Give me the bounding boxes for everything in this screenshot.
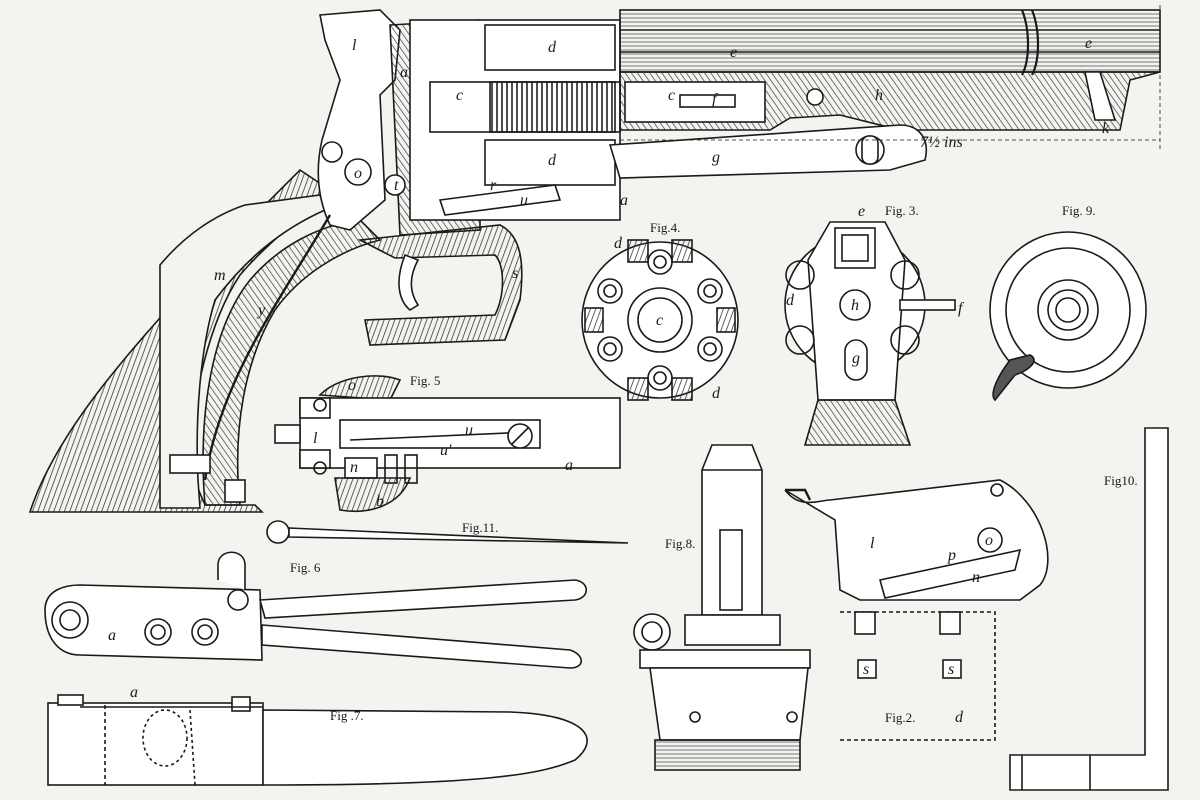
fig8-body (649, 667, 809, 741)
fig5-cam-top (318, 375, 402, 401)
fig5-label-b: b (376, 493, 384, 510)
fig7-label-a: a (130, 684, 138, 701)
backstrap (202, 219, 382, 506)
fig2-sear (879, 548, 1022, 599)
fig10-caption: Fig10. (1104, 473, 1138, 488)
fig9-pawl (992, 354, 1035, 402)
fig4-label-d-bottom: d (712, 385, 721, 402)
fig5-body (299, 397, 621, 469)
label-g: g (712, 149, 720, 166)
fig10-frame-piece (1009, 427, 1169, 791)
chamber-top (484, 24, 616, 71)
label-y: y (256, 302, 266, 319)
fig5-cam-bottom (334, 477, 412, 512)
revolver-section-view (28, 5, 1161, 513)
fig3-end-view (784, 221, 956, 446)
trigger-screw (384, 174, 406, 196)
label-e-barrel-1: e (730, 44, 737, 61)
barrel (619, 9, 1161, 73)
label-a-hammer: a (400, 64, 408, 81)
label-e-barrel-2: e (1085, 35, 1092, 52)
barrel-band-2 (1030, 9, 1040, 76)
fig3-label-f: f (958, 300, 965, 317)
label-o: o (354, 165, 362, 182)
fig7-mould-side (47, 694, 588, 786)
fig5-label-l: l (313, 430, 318, 447)
trigger (398, 253, 420, 311)
fig4-label-d-top: d (614, 235, 623, 252)
fig5-label-n: n (350, 459, 358, 476)
fig9-caption: Fig. 9. (1062, 203, 1096, 218)
fig6-bullet-mould (44, 551, 588, 669)
fig6-handle-upper (258, 579, 588, 619)
barrel-band (1020, 9, 1030, 76)
trigger-guard (357, 224, 523, 346)
fig5-caption: Fig. 5 (410, 373, 440, 388)
label-k: k (1102, 120, 1110, 137)
fig7-handle (262, 709, 588, 786)
main-view-labels: l a d e e c c f h k d g o t r u a m y s … (214, 35, 1110, 319)
fig3-label-d: d (786, 292, 795, 309)
arbor-slot (679, 94, 736, 108)
hammer (317, 9, 401, 231)
fig11-caption: Fig.11. (462, 520, 498, 535)
label-d-bottom: d (548, 152, 557, 169)
fig3-label-g: g (852, 350, 860, 367)
fig5-label-u-prime: u' (440, 442, 452, 459)
grip-inner-panel (159, 194, 326, 509)
label-t: t (394, 177, 399, 194)
cylinder-flutes (584, 239, 736, 401)
fig8-flask (633, 444, 811, 771)
label-d-top: d (548, 39, 557, 56)
label-l: l (352, 37, 357, 54)
butt-screw (169, 454, 211, 474)
fig3-base (803, 399, 912, 446)
fig6-handle-lower (261, 624, 583, 669)
hand-pawl (438, 184, 562, 216)
fig5-label-o: o (348, 377, 356, 394)
fig2-label-n: n (972, 569, 980, 586)
fig2-caption: Fig.2. (885, 710, 915, 725)
dimension-label: 7½ ins (920, 134, 963, 151)
fig9-recoil-plate (989, 231, 1147, 402)
fig5-label-a: a (565, 457, 573, 474)
fig3-ratchet (834, 227, 876, 269)
fig5-label-u: u (465, 422, 473, 439)
label-h: h (875, 87, 883, 104)
label-m: m (214, 267, 226, 284)
fig2-label-s-left: s (863, 661, 869, 678)
fig8-caption: Fig.8. (665, 536, 695, 551)
fig4-label-c: c (656, 312, 663, 329)
chamber-bottom (484, 139, 616, 186)
front-sight (1084, 71, 1117, 121)
fig3-label-h: h (851, 297, 859, 314)
fig4-caption: Fig.4. (650, 220, 680, 235)
label-c-arbor: c (668, 87, 675, 104)
fig2-label-l: l (870, 535, 875, 552)
label-u: u (520, 192, 528, 209)
label-r: r (490, 177, 497, 194)
fig6-label-a: a (108, 627, 116, 644)
label-c-cylinder: c (456, 87, 463, 104)
fig2-label-s-right: s (948, 661, 954, 678)
hammer-screw (344, 158, 372, 186)
fig6-caption: Fig. 6 (290, 560, 321, 575)
cylinder-ratchet (489, 81, 616, 133)
fig5-lock-assembly (274, 375, 621, 512)
fig3-caption: Fig. 3. (885, 203, 919, 218)
fig11-rod (266, 520, 629, 544)
label-s: s (512, 265, 518, 282)
fig2-label-o: o (985, 532, 993, 549)
fig3-label-e: e (858, 203, 865, 220)
mainspring (203, 214, 332, 481)
fig7-caption: Fig .7. (330, 708, 364, 723)
label-f: f (712, 91, 719, 108)
label-a-frame: a (620, 192, 628, 209)
fig2-label-p: p (947, 547, 956, 564)
fig4-cylinder-face (581, 239, 739, 401)
fig2-hammer (784, 479, 1049, 741)
fig2-label-d: d (955, 709, 964, 726)
